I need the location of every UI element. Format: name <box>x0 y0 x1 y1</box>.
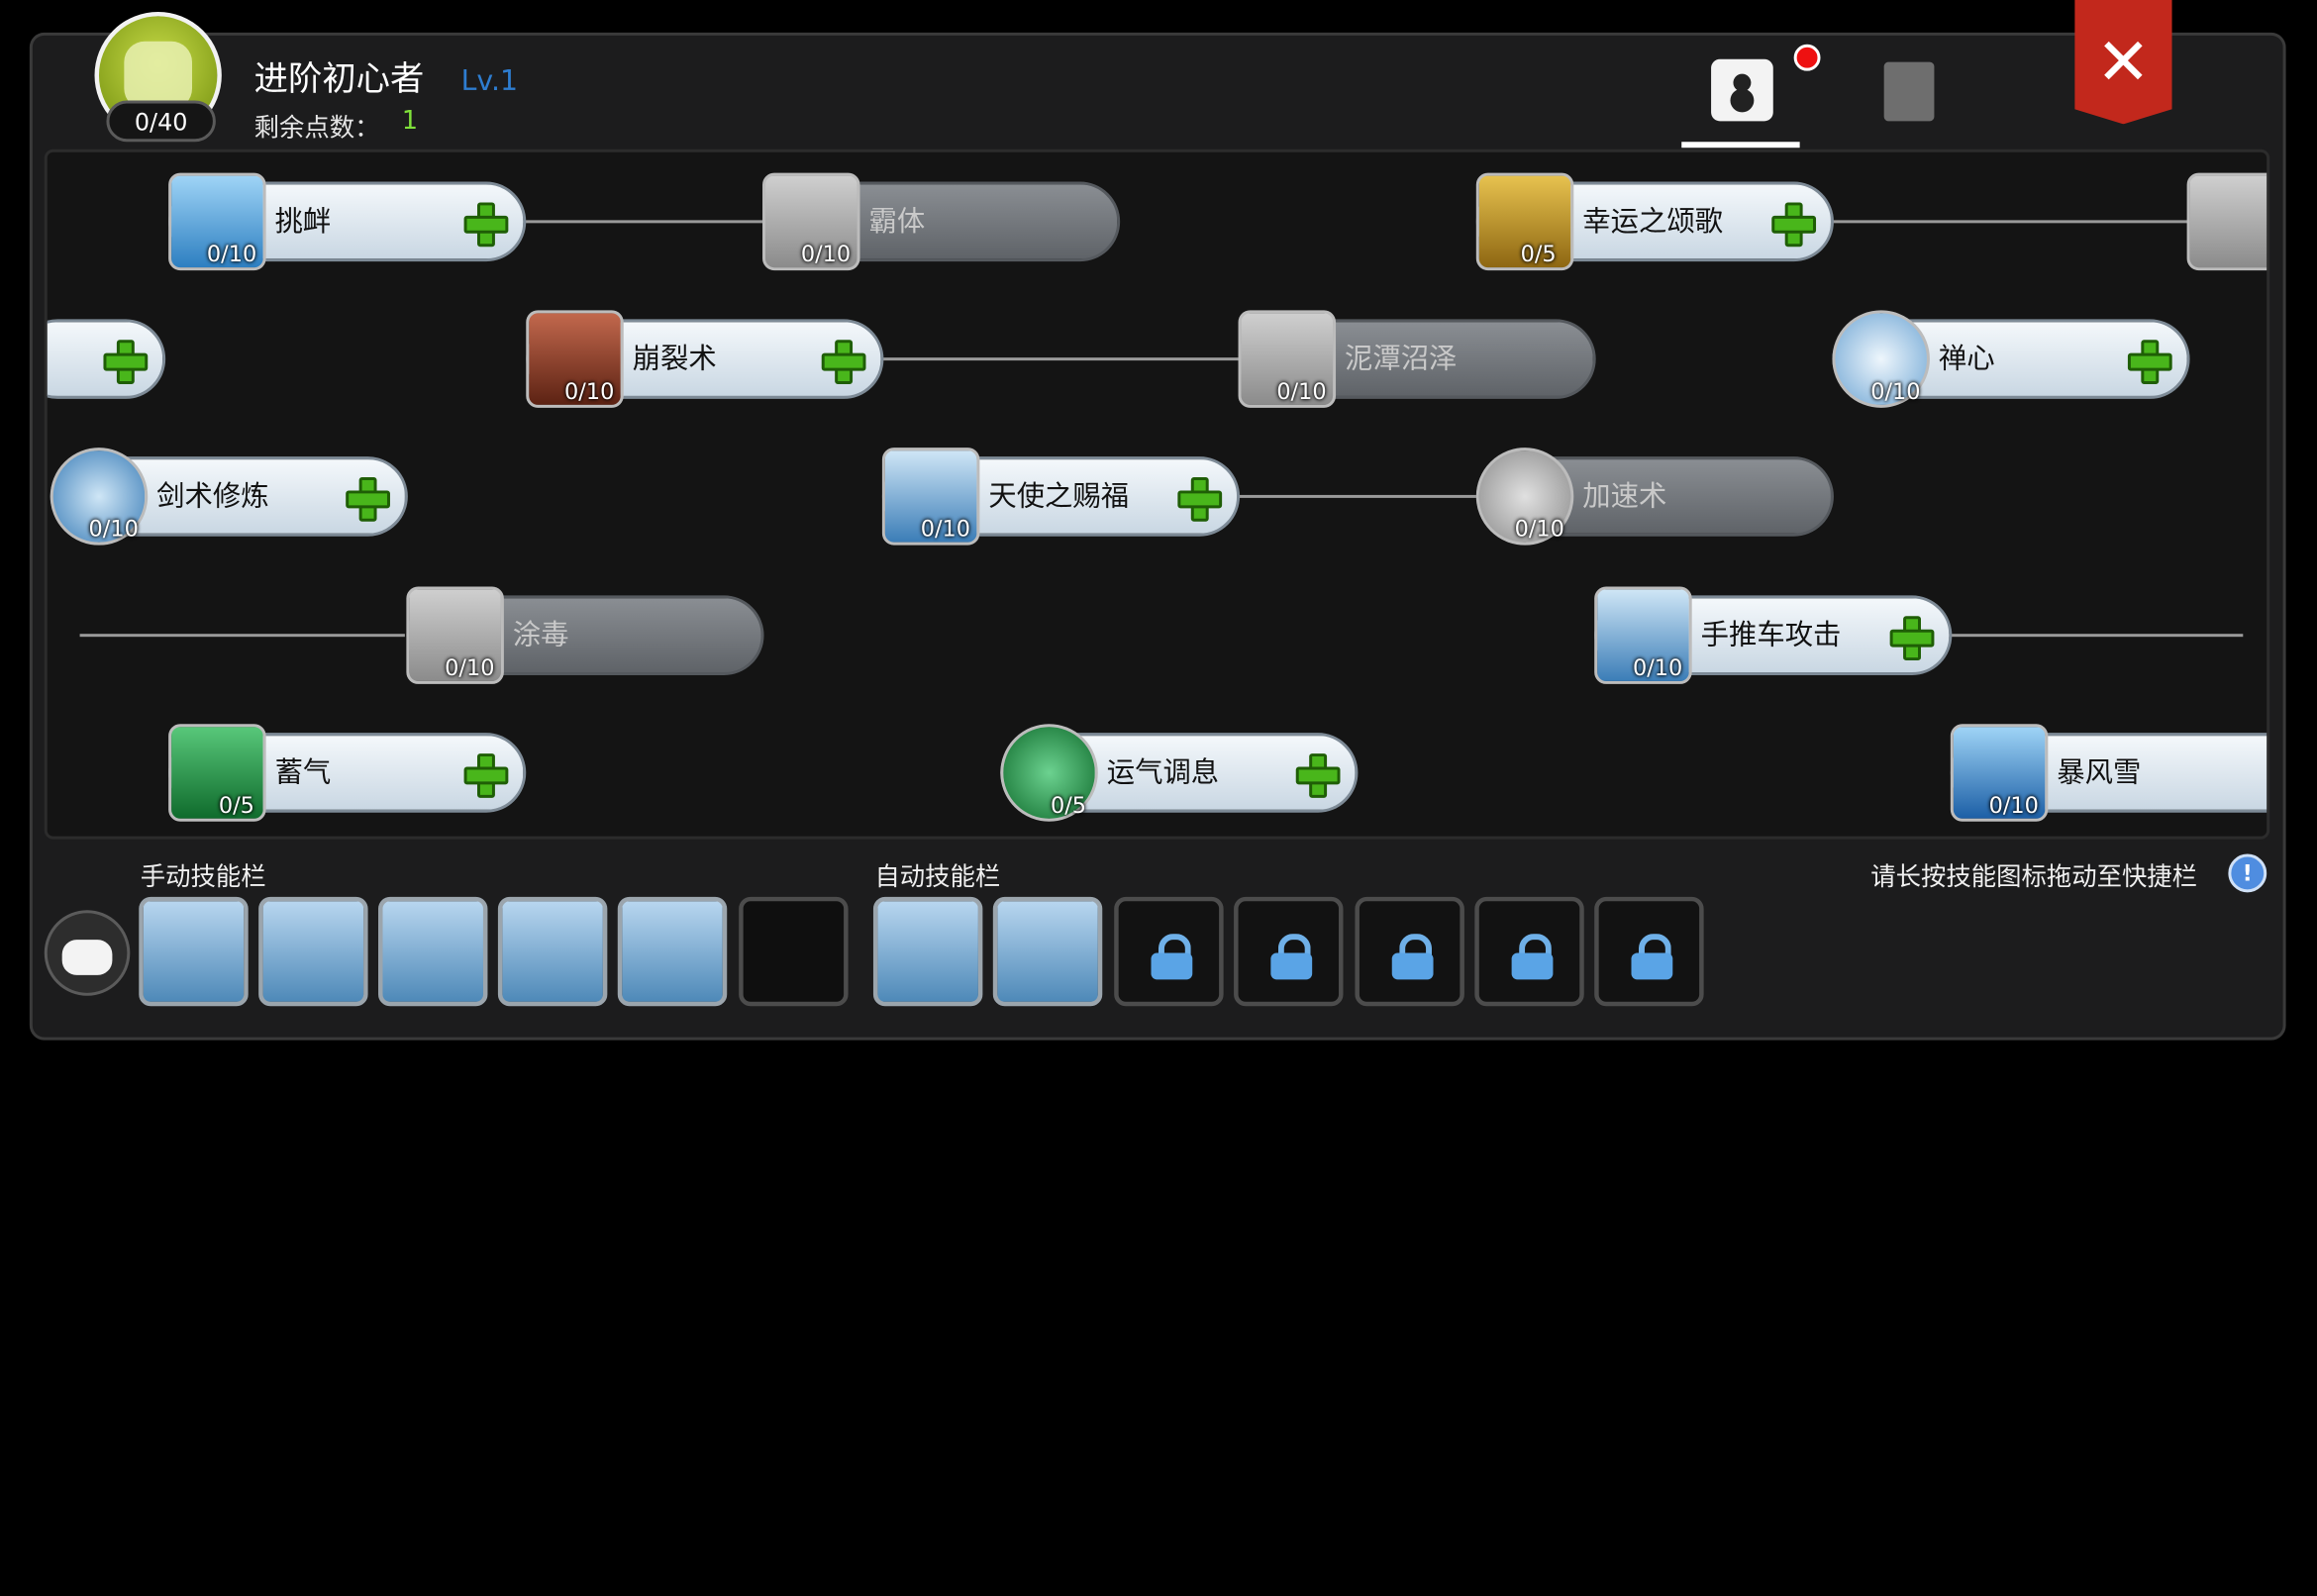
skill-node[interactable] <box>47 319 166 399</box>
skill-name: 手推车攻击 <box>1700 619 1842 652</box>
skill-name: 蓄气 <box>274 756 332 789</box>
active-tab-indicator <box>1681 142 1800 149</box>
skill-name: 挑衅 <box>274 205 332 239</box>
taunt-skill-icon[interactable] <box>168 172 266 271</box>
manual-slot-5[interactable] <box>617 896 728 1007</box>
add-skill-point-button[interactable] <box>103 340 149 384</box>
skill-connector <box>1827 220 2190 224</box>
job-name: 进阶初心者 <box>253 60 425 99</box>
skill-name: 暴风雪 <box>2057 756 2142 789</box>
skill-connector <box>1235 494 1478 498</box>
endure-skill-icon[interactable] <box>762 172 860 271</box>
skill-connector <box>1947 634 2244 638</box>
breath-skill-icon[interactable] <box>1000 724 1098 822</box>
skill-name: 剑术修炼 <box>156 479 269 513</box>
lock-icon <box>1631 934 1673 980</box>
skill-name: 加速术 <box>1582 479 1667 513</box>
drag-hint: 请长按技能图标拖动至快捷栏 <box>1870 862 2198 893</box>
skill-level: 0/5 <box>1520 241 1557 268</box>
cat-avatar-icon[interactable] <box>44 910 131 996</box>
lock-icon <box>1511 934 1554 980</box>
skill-name: 崩裂术 <box>632 343 717 376</box>
cat-face <box>61 940 113 975</box>
skill-level: 0/10 <box>1870 378 1921 405</box>
close-icon: ✕ <box>2095 24 2151 100</box>
poison-skill-icon[interactable] <box>406 586 504 684</box>
close-button[interactable]: ✕ <box>2074 0 2172 125</box>
skill-level: 0/10 <box>1988 791 2039 819</box>
skill-level: 0/10 <box>564 378 615 405</box>
manual-slot-empty[interactable] <box>739 896 849 1007</box>
auto-slot-1[interactable] <box>872 896 983 1007</box>
skill-name: 涂毒 <box>512 619 569 652</box>
zen-mind-skill-icon[interactable] <box>1832 310 1930 408</box>
lock-icon <box>1391 934 1434 980</box>
luck-song-skill-icon[interactable] <box>1475 172 1574 271</box>
auto-bar-label: 自动技能栏 <box>874 862 1001 893</box>
manual-slot-4[interactable] <box>497 896 608 1007</box>
locked-skill-icon[interactable] <box>2186 172 2267 271</box>
skill-level: 0/10 <box>445 654 495 681</box>
auto-slot-locked <box>1114 896 1224 1007</box>
add-skill-point-button[interactable] <box>821 340 866 384</box>
remaining-points-value: 1 <box>401 106 419 137</box>
manual-slot-2[interactable] <box>258 896 368 1007</box>
skill-level: 0/10 <box>88 515 139 543</box>
auto-slot-2[interactable] <box>992 896 1103 1007</box>
skill-tree[interactable]: 挑衅 0/10 霸体 0/10 幸运之颂歌 0/5 崩裂术 0/10 泥潭沼泽 … <box>44 149 2270 840</box>
sword-mastery-skill-icon[interactable] <box>50 448 149 546</box>
add-skill-point-button[interactable] <box>2127 340 2172 384</box>
skill-name: 运气调息 <box>1106 756 1220 789</box>
add-skill-point-button[interactable] <box>1177 477 1223 522</box>
skill-name: 天使之赐福 <box>988 479 1130 513</box>
skill-connector <box>520 220 764 224</box>
job-level: Lv.1 <box>460 64 519 98</box>
lock-icon <box>1270 934 1313 980</box>
add-skill-point-button[interactable] <box>1771 202 1817 248</box>
lock-icon <box>1151 934 1193 980</box>
haste-skill-icon[interactable] <box>1475 448 1574 546</box>
manual-bar-label: 手动技能栏 <box>140 862 266 893</box>
auto-slot-locked <box>1355 896 1464 1007</box>
skill-name: 霸体 <box>868 205 926 239</box>
manual-slot-3[interactable] <box>378 896 488 1007</box>
add-skill-point-button[interactable] <box>1889 616 1935 661</box>
manual-slot-1[interactable] <box>139 896 249 1007</box>
add-skill-point-button[interactable] <box>346 477 390 522</box>
skill-connector <box>877 357 1241 361</box>
auto-slot-locked <box>1594 896 1704 1007</box>
skill-connector <box>79 634 405 638</box>
skill-level: 0/10 <box>206 241 257 268</box>
skill-level: 0/5 <box>218 791 254 819</box>
skill-points-used: 0/40 <box>106 100 216 143</box>
skill-node[interactable]: 运气调息 <box>1000 733 1359 813</box>
quagmire-skill-icon[interactable] <box>1238 310 1337 408</box>
skill-name: 泥潭沼泽 <box>1344 343 1458 376</box>
cart-attack-skill-icon[interactable] <box>1594 586 1692 684</box>
skill-name: 禅心 <box>1938 343 1995 376</box>
class-emblem-inner <box>124 41 192 110</box>
skill-level: 0/10 <box>920 515 970 543</box>
book-icon[interactable] <box>1883 61 1935 122</box>
add-skill-point-button[interactable] <box>463 202 509 248</box>
skill-level: 0/10 <box>1276 378 1327 405</box>
auto-slot-locked <box>1234 896 1344 1007</box>
crack-skill-icon[interactable] <box>526 310 624 408</box>
skill-level: 0/10 <box>1632 654 1683 681</box>
skill-level: 0/5 <box>1051 791 1087 819</box>
charge-skill-icon[interactable] <box>168 724 266 822</box>
remaining-points-label: 剩余点数： <box>253 113 380 144</box>
skill-level: 0/10 <box>1514 515 1564 543</box>
info-icon[interactable]: ! <box>2228 853 2267 893</box>
add-skill-point-button[interactable] <box>463 753 509 798</box>
skill-level: 0/10 <box>800 241 852 268</box>
blizzard-skill-icon[interactable] <box>1950 724 2049 822</box>
angel-blessing-skill-icon[interactable] <box>881 448 980 546</box>
add-skill-point-button[interactable] <box>1295 753 1341 798</box>
auto-slot-locked <box>1474 896 1584 1007</box>
skill-book-icon[interactable] <box>1711 58 1773 122</box>
notification-dot <box>1793 44 1821 71</box>
skill-name: 幸运之颂歌 <box>1582 205 1724 239</box>
